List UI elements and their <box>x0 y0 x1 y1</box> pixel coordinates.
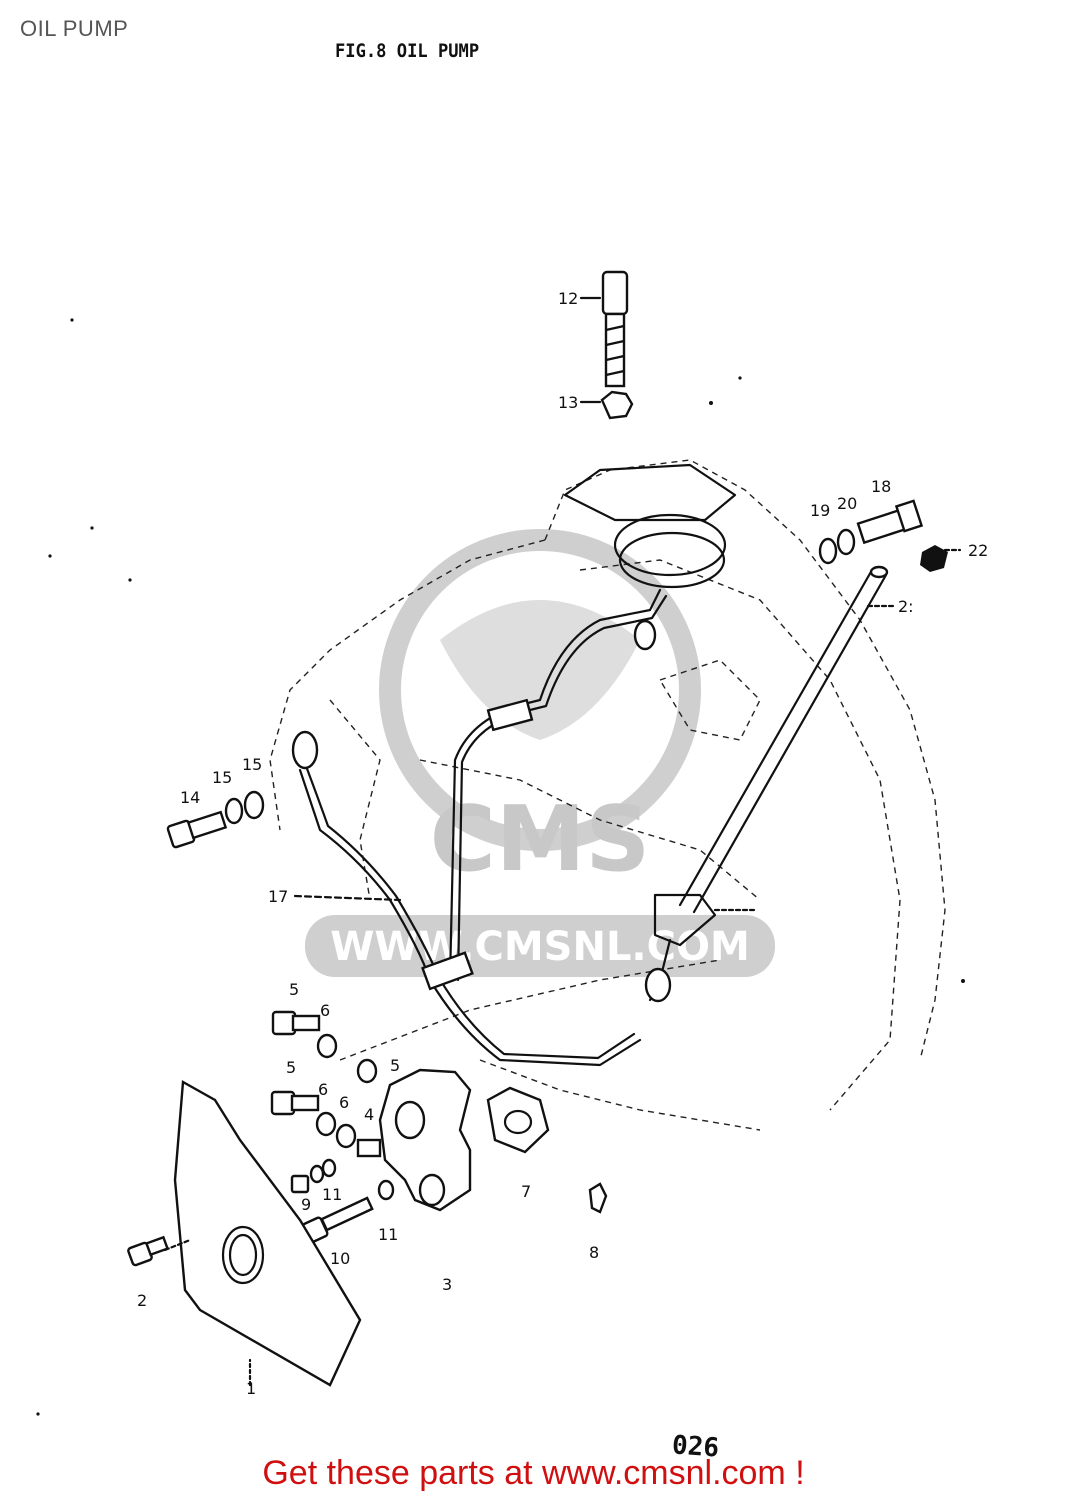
washer-18 <box>836 528 856 556</box>
callout-11a: 11 <box>322 1185 342 1204</box>
washer-6c <box>315 1111 337 1137</box>
callout-10: 10 <box>330 1249 350 1268</box>
callout-5b: 5 <box>286 1058 296 1077</box>
callout-5a: 5 <box>289 980 299 999</box>
callout-1: 1 <box>246 1379 256 1398</box>
fitting-8 <box>588 1182 608 1214</box>
watermark-logo-text: CMS <box>430 787 650 892</box>
bolt-14 <box>166 810 228 849</box>
callout-14: 14 <box>180 788 200 807</box>
oil-pipe-19 <box>291 588 668 1067</box>
footer-link-text[interactable]: Get these parts at www.cmsnl.com ! <box>262 1454 805 1492</box>
figure-title: FIG.8 OIL PUMP <box>335 40 480 62</box>
bolt-5b <box>270 1090 320 1116</box>
callout-6b: 6 <box>318 1080 328 1099</box>
washer-6d <box>335 1123 357 1149</box>
callout-15b: 15 <box>242 755 262 774</box>
bolt-16 <box>856 499 924 545</box>
callout-18: 20 <box>837 494 857 513</box>
cover-1 <box>173 1080 362 1387</box>
callout-19: 17 <box>268 887 288 906</box>
bolt-2 <box>127 1235 170 1267</box>
bolt-5a <box>271 1010 321 1036</box>
washer-15a <box>224 797 244 825</box>
bolt-10 <box>301 1196 374 1244</box>
callout-13: 13 <box>558 393 578 412</box>
gasket-7 <box>486 1086 550 1154</box>
callout-5c: 5 <box>390 1056 400 1075</box>
watermark-text: WWW.CMSNL.COM <box>330 924 750 970</box>
bolt-9 <box>290 1164 325 1194</box>
washer-6b <box>356 1058 378 1084</box>
callout-3: 3 <box>442 1275 452 1294</box>
washer-15b <box>243 790 265 820</box>
callout-7: 7 <box>521 1182 531 1201</box>
bolt-12 <box>601 270 629 388</box>
washer-17 <box>818 537 838 565</box>
nut-13 <box>600 390 634 420</box>
callout-20: 2: <box>898 597 914 616</box>
callout-4: 4 <box>364 1105 374 1124</box>
leader-lines <box>163 296 962 1387</box>
callout-12: 12 <box>558 289 578 308</box>
callout-6a: 6 <box>320 1001 330 1020</box>
washer-11b <box>377 1179 395 1201</box>
oil-pipe-20 <box>644 565 889 1003</box>
callout-17: 19 <box>810 501 830 520</box>
watermark: CMS WWW.CMSNL.COM <box>305 529 775 977</box>
callout-15a: 15 <box>212 768 232 787</box>
callout-21: 22 <box>968 541 988 560</box>
callout-9: 9 <box>301 1195 311 1214</box>
callout-16: 18 <box>871 477 891 496</box>
callouts: 12 13 19 20 18 22 2: 14 15 15 17 5 6 5 5… <box>137 289 988 1398</box>
oil-pump-4 <box>356 1068 472 1212</box>
plug-21 <box>920 545 948 572</box>
washer-11a <box>321 1158 337 1178</box>
callout-6c: 6 <box>339 1093 349 1112</box>
callout-11b: 11 <box>378 1225 398 1244</box>
scan-specks <box>36 318 965 1416</box>
cylinder-opening <box>563 463 737 589</box>
callout-2: 2 <box>137 1291 147 1310</box>
callout-8: 8 <box>589 1243 599 1262</box>
washer-6a <box>316 1033 338 1059</box>
page-title: OIL PUMP <box>20 16 129 41</box>
